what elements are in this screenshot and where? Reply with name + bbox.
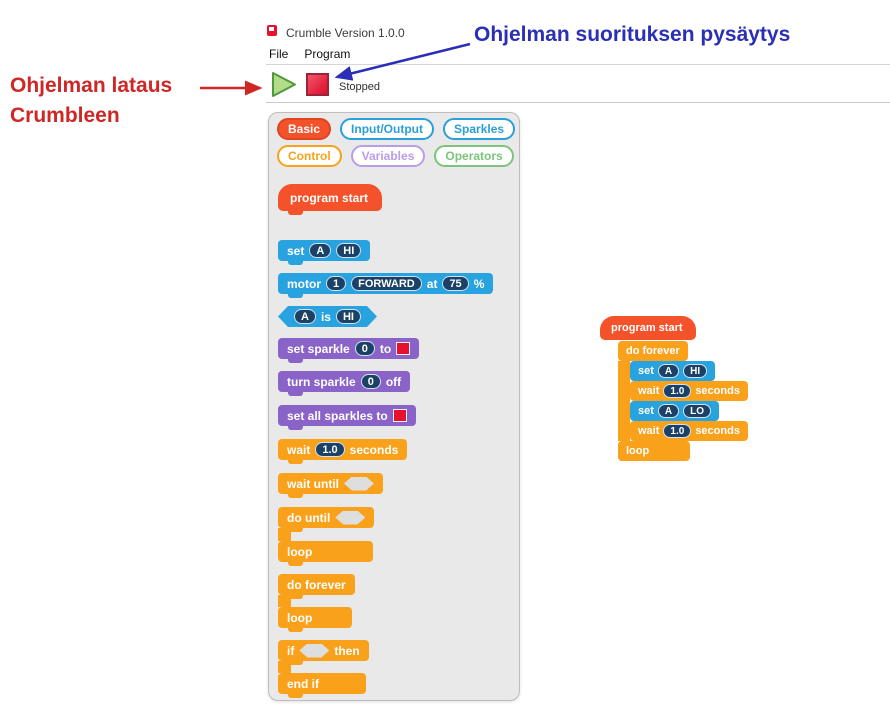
ws-set-a-hi[interactable]: set A HI	[630, 361, 716, 381]
motor-direction-slot[interactable]: FORWARD	[351, 276, 422, 291]
ws-program-start[interactable]: program start	[600, 316, 696, 340]
pin-slot[interactable]: A	[294, 309, 316, 324]
condition-slot[interactable]	[344, 477, 374, 491]
wait-time-slot[interactable]: 1.0	[663, 424, 692, 438]
block-text: wait	[287, 442, 311, 457]
block-wait[interactable]: wait 1.0 seconds	[278, 439, 408, 464]
ws-do-forever-arm	[618, 361, 630, 441]
category-variables[interactable]: Variables	[350, 145, 426, 167]
block-text: turn sparkle	[287, 374, 356, 389]
if-arm	[278, 661, 291, 673]
block-do-forever-loop[interactable]: loop	[278, 607, 352, 632]
value-slot[interactable]: HI	[683, 364, 708, 378]
block-text: seconds	[349, 442, 399, 457]
block-program-start[interactable]: program start	[278, 184, 383, 215]
motor-speed-slot[interactable]: 75	[442, 276, 469, 291]
value-slot[interactable]: HI	[336, 243, 362, 258]
block-text: is	[320, 309, 331, 324]
arrow-to-play-button	[200, 80, 263, 96]
block-text: set sparkle	[287, 341, 350, 356]
stop-program-button[interactable]	[306, 73, 329, 96]
run-program-button[interactable]	[270, 71, 297, 98]
do-until-arm	[278, 528, 291, 541]
workspace-program: program start do forever set A HI wait 1…	[595, 313, 825, 483]
annotation-load-line2: Crumbleen	[10, 104, 120, 127]
block-set-all-sparkles[interactable]: set all sparkles to	[278, 405, 416, 430]
ws-set-a-lo[interactable]: set A LO	[630, 401, 720, 421]
category-input-output[interactable]: Input/Output	[340, 118, 435, 140]
block-do-forever[interactable]: do forever	[278, 574, 355, 599]
pin-slot[interactable]: A	[657, 364, 680, 378]
block-text: %	[473, 276, 485, 291]
motor-number-slot[interactable]: 1	[326, 276, 347, 291]
block-palette: Basic Input/Output Sparkles Control Vari…	[268, 112, 520, 701]
ws-wait-1[interactable]: wait 1.0 seconds	[630, 381, 748, 401]
block-text: then	[334, 643, 360, 658]
value-slot[interactable]: LO	[683, 404, 712, 418]
block-text: wait until	[287, 476, 339, 491]
sparkle-number-slot[interactable]: 0	[360, 374, 381, 389]
block-text: set	[638, 365, 654, 377]
ws-wait-2[interactable]: wait 1.0 seconds	[630, 421, 748, 441]
menu-separator	[266, 64, 890, 65]
pin-slot[interactable]: A	[309, 243, 332, 258]
block-text: do forever	[287, 577, 346, 592]
category-row-2: Control Variables Operators	[277, 145, 514, 167]
block-end-if[interactable]: end if	[278, 673, 366, 698]
menu-file[interactable]: File	[269, 47, 289, 61]
value-slot[interactable]: HI	[336, 309, 361, 324]
ws-loop[interactable]: loop	[618, 441, 690, 461]
block-do-until-loop[interactable]: loop	[278, 541, 373, 566]
app-icon	[267, 25, 277, 36]
toolbar-separator	[266, 102, 890, 103]
arrow-to-stop-button	[334, 42, 471, 81]
color-swatch[interactable]	[392, 409, 407, 422]
block-text: seconds	[695, 425, 740, 437]
do-forever-arm	[278, 595, 291, 607]
wait-time-slot[interactable]: 1.0	[315, 442, 345, 457]
category-basic[interactable]: Basic	[277, 118, 332, 140]
category-operators[interactable]: Operators	[434, 145, 514, 167]
category-row-1: Basic Input/Output Sparkles	[277, 118, 516, 140]
block-wait-until[interactable]: wait until	[278, 473, 383, 498]
ws-do-forever[interactable]: do forever	[618, 341, 688, 361]
window-title: Crumble Version 1.0.0	[286, 26, 405, 40]
menu-program[interactable]: Program	[304, 47, 351, 61]
sparkle-number-slot[interactable]: 0	[354, 341, 375, 356]
pin-slot[interactable]: A	[657, 404, 680, 418]
category-sparkles[interactable]: Sparkles	[443, 118, 516, 140]
color-swatch[interactable]	[396, 342, 411, 355]
block-text: do until	[287, 510, 331, 525]
block-text: set all sparkles to	[287, 408, 388, 423]
block-text: to	[379, 341, 392, 356]
block-text: wait	[638, 425, 660, 437]
category-control[interactable]: Control	[277, 145, 342, 167]
block-text: motor	[287, 276, 321, 291]
block-text: set	[638, 405, 654, 417]
condition-slot[interactable]	[299, 644, 329, 658]
annotation-stop: Ohjelman suorituksen pysäytys	[474, 23, 791, 46]
block-text: seconds	[695, 385, 740, 397]
menu-bar: File Program	[269, 47, 350, 61]
block-text: at	[426, 276, 438, 291]
block-turn-sparkle-off[interactable]: turn sparkle 0 off	[278, 371, 411, 396]
status-label: Stopped	[339, 81, 380, 93]
annotation-load-line1: Ohjelman lataus	[10, 74, 173, 97]
block-set-sparkle[interactable]: set sparkle 0 to	[278, 338, 420, 363]
block-if-then[interactable]: if then	[278, 640, 369, 665]
block-text: set	[287, 243, 305, 258]
wait-time-slot[interactable]: 1.0	[663, 384, 692, 398]
condition-slot[interactable]	[335, 511, 365, 525]
block-pin-is[interactable]: A is HI	[278, 306, 377, 327]
block-text: off	[385, 374, 402, 389]
annotation-load: Ohjelman lataus Crumbleen	[10, 71, 172, 131]
block-text: if	[287, 643, 295, 658]
block-set-pin[interactable]: set A HI	[278, 240, 371, 265]
block-text: wait	[638, 385, 660, 397]
block-motor[interactable]: motor 1 FORWARD at 75 %	[278, 273, 494, 298]
block-do-until[interactable]: do until	[278, 507, 375, 532]
